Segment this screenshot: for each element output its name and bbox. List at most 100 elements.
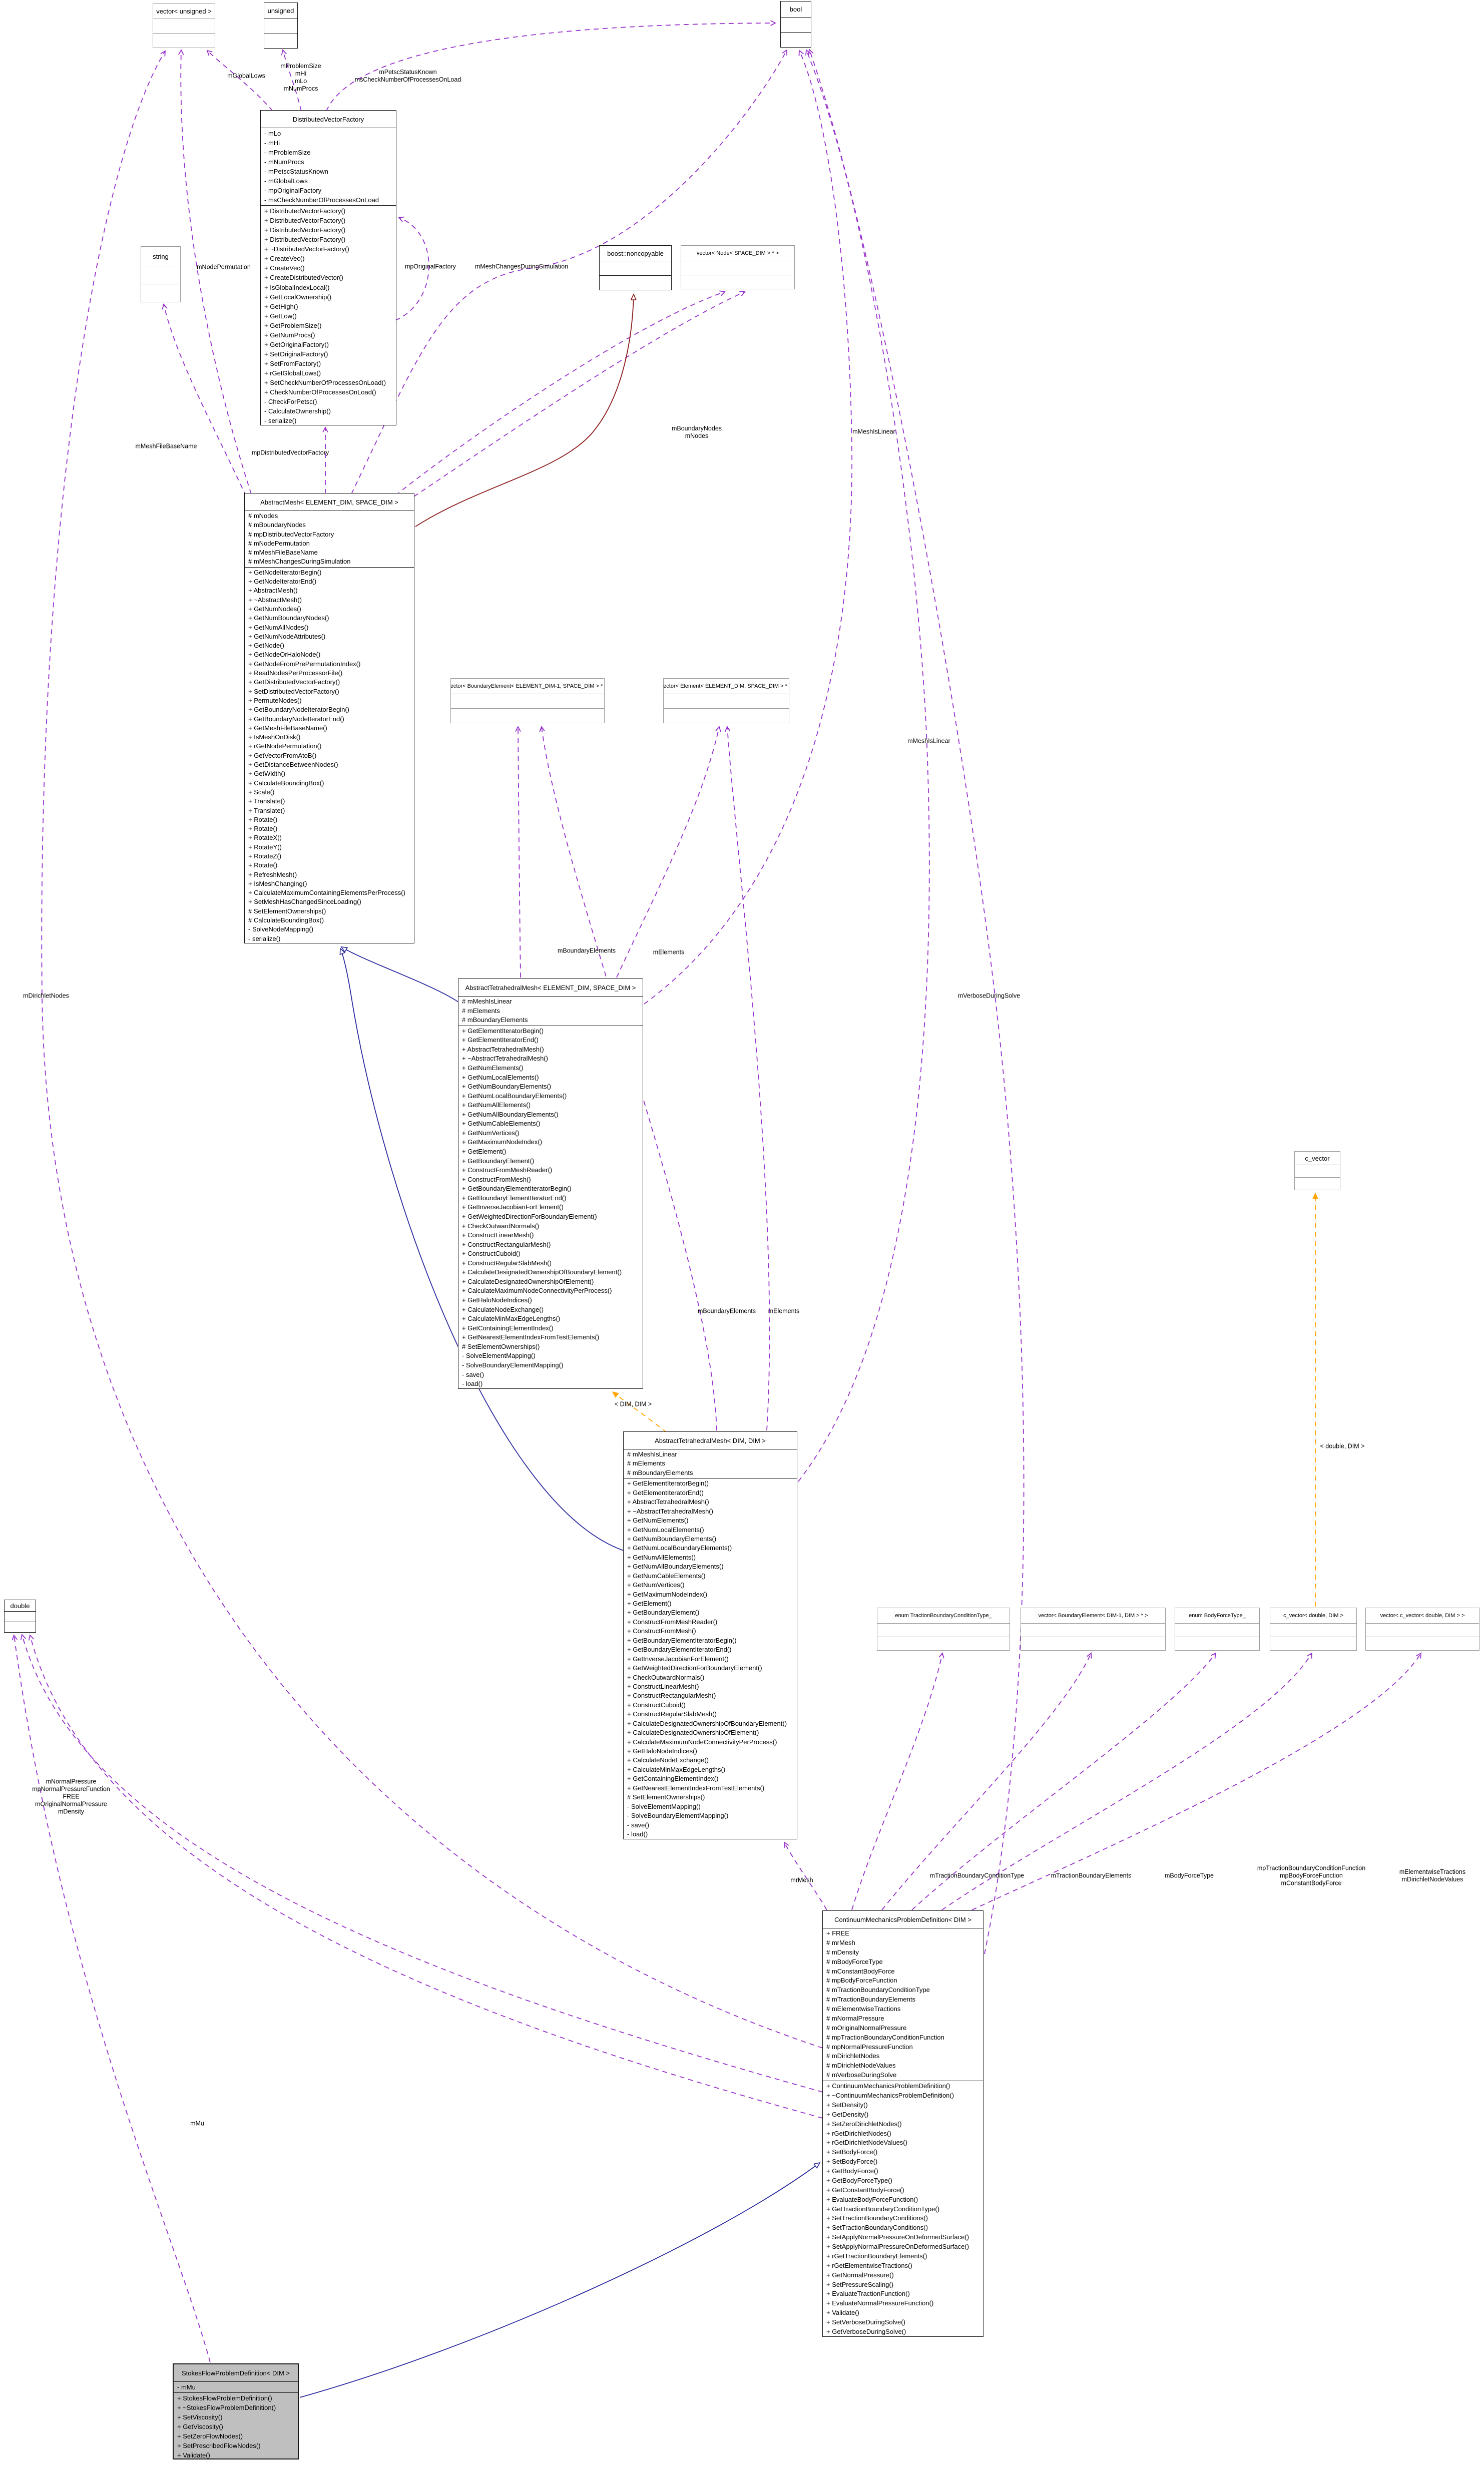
member-row: + ~AbstractTetrahedralMesh() <box>627 1507 713 1515</box>
member-row: + ~AbstractTetrahedralMesh() <box>462 1055 548 1063</box>
class-vector-boundary-element-dim[interactable]: vector< BoundaryElement< DIM-1, DIM > * … <box>1021 1608 1166 1651</box>
edge-mTractionBoundaryElements <box>881 1652 1092 1910</box>
class-title: bool <box>781 2 811 18</box>
class-attributes-compartment: # mNodes# mBoundaryNodes# mpDistributedV… <box>245 511 414 567</box>
edge-mpOriginalFactory <box>395 216 429 321</box>
class-title: vector< unsigned > <box>153 4 215 19</box>
member-row: + FREE <box>826 1929 849 1937</box>
member-row: + GetTractionBoundaryConditionType() <box>826 2205 940 2213</box>
class-vector-node-space-dim[interactable]: vector< Node< SPACE_DIM > * > <box>681 245 795 289</box>
class-methods-compartment <box>141 284 180 302</box>
class-unsigned[interactable]: unsigned <box>264 3 298 49</box>
member-row: # mpNormalPressureFunction <box>826 2043 913 2051</box>
member-row: # mElements <box>462 1007 500 1015</box>
class-methods-compartment <box>877 1637 1010 1650</box>
member-row: + CalculateNodeExchange() <box>627 1756 709 1764</box>
member-row: + rGetNodePermutation() <box>248 742 322 750</box>
member-row: # mMeshIsLinear <box>627 1450 677 1458</box>
edge-mElements-atm-label: mElements <box>653 948 685 956</box>
member-row: + GetContainingElementIndex() <box>627 1775 719 1783</box>
class-boost-noncopyable[interactable]: boost::noncopyable <box>599 245 672 290</box>
edge-inherit-atm-abstract-mesh <box>341 947 459 1003</box>
class-enum-body-force-type[interactable]: enum BodyForceType_ <box>1175 1608 1260 1651</box>
edge-mNormalPressure-label: mNormalPressure mpNormalPressureFunction… <box>32 1778 110 1815</box>
member-row: + ConstructLinearMesh() <box>627 1682 699 1690</box>
class-c-vector-double-dim[interactable]: c_vector< double, DIM > <box>1270 1608 1357 1651</box>
class-vector-c-vector-double-dim[interactable]: vector< c_vector< double, DIM > > <box>1365 1608 1479 1651</box>
edge-mMeshChangesDuringSimulation-label: mMeshChangesDuringSimulation <box>474 263 569 270</box>
edge-mMeshIsLinear-atm2 <box>798 49 930 1482</box>
member-row: + rGetTractionBoundaryElements() <box>826 2252 927 2260</box>
class-bool[interactable]: bool <box>780 1 811 48</box>
class-vector-unsigned[interactable]: vector< unsigned > <box>153 3 215 48</box>
class-string[interactable]: string <box>141 246 181 302</box>
member-row: + GetNearestElementIndexFromTestElements… <box>627 1784 765 1792</box>
class-methods-compartment <box>153 33 215 48</box>
member-row: + GetViscosity() <box>177 2423 223 2430</box>
class-attributes-compartment <box>153 19 215 33</box>
edge-mMeshIsLinear-atm <box>644 50 853 1005</box>
class-methods-compartment: + DistributedVectorFactory()+ Distribute… <box>261 205 396 425</box>
member-row: + GetBoundaryElementIteratorBegin() <box>462 1185 572 1193</box>
class-continuum-mechanics-problem-definition[interactable]: ContinuumMechanicsProblemDefinition< DIM… <box>822 1910 983 2337</box>
edge-mBoundaryNodes-label: mBoundaryNodes mNodes <box>671 425 722 439</box>
member-row: # mrMesh <box>826 1938 855 1946</box>
member-row: # mTractionBoundaryConditionType <box>826 1986 930 1994</box>
member-row: + Rotate() <box>248 825 278 833</box>
member-row: + RotateZ() <box>248 852 282 860</box>
member-row: + GetElementIteratorEnd() <box>627 1489 704 1497</box>
edge-mBodyForceType <box>911 1652 1217 1910</box>
member-row: + SetViscosity() <box>177 2413 223 2421</box>
class-abstract-tetrahedral-mesh-dim-dim[interactable]: AbstractTetrahedralMesh< DIM, DIM ># mMe… <box>623 1431 797 1839</box>
class-abstract-mesh[interactable]: AbstractMesh< ELEMENT_DIM, SPACE_DIM ># … <box>244 493 414 943</box>
edge-mNodePermutation-label: mNodePermutation <box>197 263 251 271</box>
class-methods-compartment <box>5 1622 36 1632</box>
edge-mElements-atm2 <box>724 726 770 1431</box>
member-row: - serialize() <box>248 934 281 942</box>
member-row: + SetApplyNormalPressureOnDeformedSurfac… <box>826 2243 969 2250</box>
member-row: + CalculateBoundingBox() <box>248 779 324 787</box>
edge-mElementwiseTractions <box>971 1652 1422 1910</box>
member-row: # mpDistributedVectorFactory <box>248 530 334 538</box>
member-row: + AbstractTetrahedralMesh() <box>462 1045 544 1053</box>
member-row: + ConstructCuboid() <box>627 1701 686 1709</box>
member-row: + GetDistributedVectorFactory() <box>248 678 340 686</box>
edge-mTractionBoundaryElements-label: mTractionBoundaryElements <box>1051 1872 1132 1879</box>
class-enum-traction-boundary-condition-type[interactable]: enum TractionBoundaryConditionType_ <box>877 1608 1010 1651</box>
class-distributed-vector-factory[interactable]: DistributedVectorFactory- mLo- mHi- mPro… <box>260 110 396 425</box>
member-row: + EvaluateBodyForceFunction() <box>826 2195 918 2203</box>
class-title: vector< BoundaryElement< DIM-1, DIM > * … <box>1021 1608 1165 1624</box>
member-row: + GetProblemSize() <box>264 321 322 329</box>
class-double[interactable]: double <box>4 1600 36 1633</box>
edge-mBodyForceType-label: mBodyForceType <box>1165 1872 1214 1879</box>
class-title: enum BodyForceType_ <box>1175 1608 1259 1624</box>
member-row: + ConstructRectangularMesh() <box>462 1240 551 1248</box>
class-title: AbstractTetrahedralMesh< ELEMENT_DIM, SP… <box>458 979 643 997</box>
class-abstract-tetrahedral-mesh[interactable]: AbstractTetrahedralMesh< ELEMENT_DIM, SP… <box>458 978 643 1389</box>
member-row: + ConstructRegularSlabMesh() <box>462 1259 552 1267</box>
member-row: + GetNumAllElements() <box>462 1101 531 1109</box>
class-stokes-flow-problem-definition[interactable]: StokesFlowProblemDefinition< DIM >- mMu+… <box>173 2363 299 2459</box>
class-attributes-compartment <box>141 266 180 284</box>
member-row: + GetMaximumNodeIndex() <box>627 1590 708 1598</box>
member-row: + GetNumNodes() <box>248 605 301 613</box>
class-c-vector[interactable]: c_vector <box>1294 1151 1340 1190</box>
class-vector-element-space-dim[interactable]: vector< Element< ELEMENT_DIM, SPACE_DIM … <box>663 678 789 723</box>
member-row: + GetNumNodeAttributes() <box>248 632 326 640</box>
class-vector-boundary-element-space-dim[interactable]: vector< BoundaryElement< ELEMENT_DIM-1, … <box>450 678 605 723</box>
member-row: + GetInverseJacobianForElement() <box>627 1655 729 1663</box>
member-row: # mElements <box>627 1459 665 1467</box>
class-methods-compartment <box>664 708 789 723</box>
member-row: - mProblemSize <box>264 149 311 157</box>
member-row: + SetBodyForce() <box>826 2148 878 2156</box>
member-row: + GetNumBoundaryElements() <box>627 1535 717 1543</box>
member-row: + CalculateMinMaxEdgeLengths() <box>627 1765 726 1773</box>
member-row: # mNodePermutation <box>248 539 310 547</box>
member-row: + SetCheckNumberOfProcessesOnLoad() <box>264 378 386 386</box>
member-row: + GetBoundaryElement() <box>462 1157 535 1165</box>
class-methods-compartment: + ContinuumMechanicsProblemDefinition()+… <box>823 2081 983 2336</box>
member-row: + ~DistributedVectorFactory() <box>264 245 349 253</box>
member-row: + GetDistanceBetweenNodes() <box>248 761 338 769</box>
class-attributes-compartment: - mLo- mHi- mProblemSize- mNumProcs- mPe… <box>261 128 396 205</box>
